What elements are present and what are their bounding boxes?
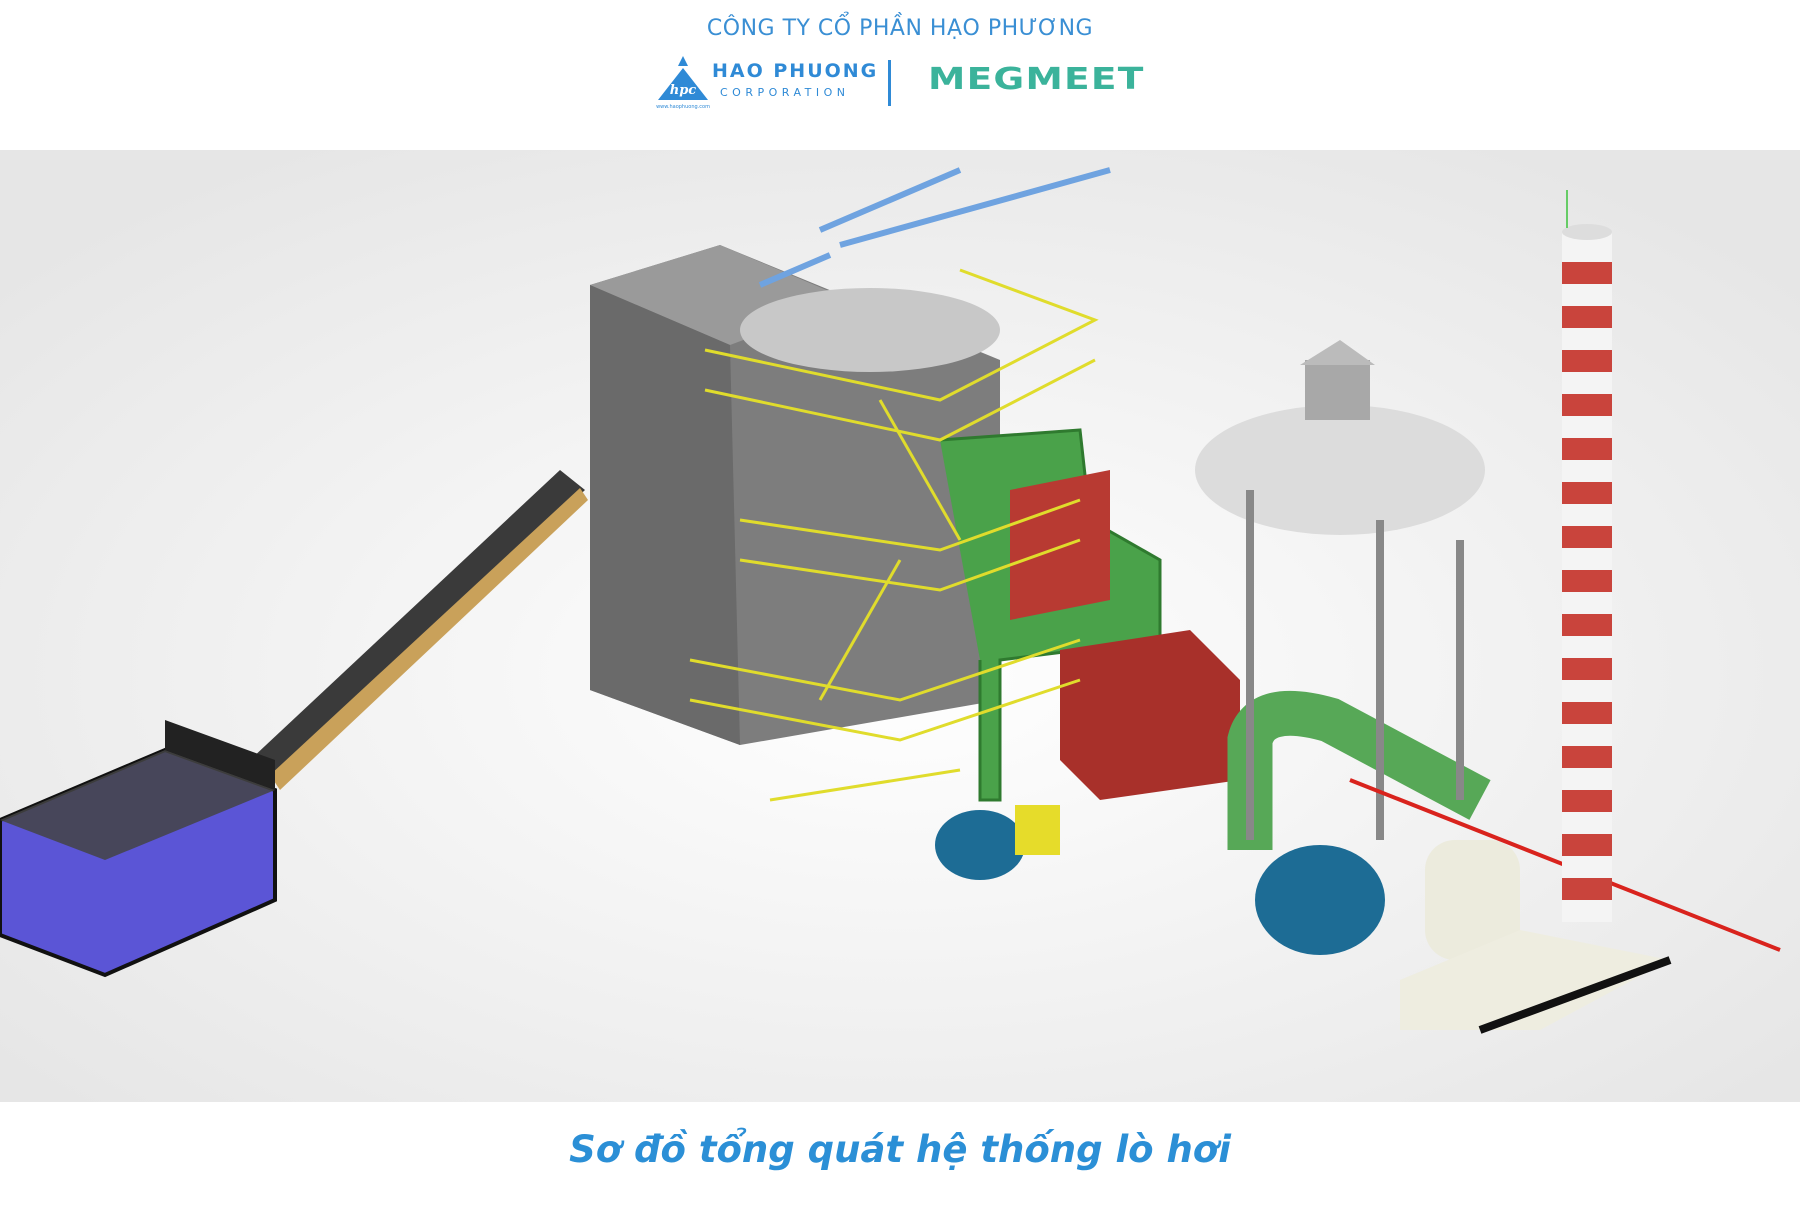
steam-pipes bbox=[758, 167, 1111, 288]
boiler-system-diagram bbox=[0, 150, 1800, 1102]
fan-right bbox=[1255, 845, 1385, 955]
hao-phuong-name: HAO PHUONG bbox=[712, 60, 879, 82]
economizer bbox=[1010, 470, 1240, 800]
diagram-caption: Sơ đồ tổng quát hệ thống lò hơi bbox=[569, 1128, 1231, 1171]
company-name: CÔNG TY CỔ PHẦN HẠO PHƯƠNG bbox=[706, 16, 1094, 41]
hao-phuong-logo-icon: hpc www.haophuong.com bbox=[656, 56, 710, 110]
logo-divider bbox=[888, 60, 891, 106]
chimney bbox=[1562, 190, 1612, 922]
fan-motor bbox=[1015, 805, 1060, 855]
dust-collector bbox=[1400, 840, 1672, 1034]
svg-text:www.haophuong.com: www.haophuong.com bbox=[656, 104, 710, 110]
platforms-railings bbox=[689, 268, 1099, 802]
fuel-conveyor bbox=[250, 470, 588, 790]
svg-text:hpc: hpc bbox=[670, 83, 697, 98]
fan-left bbox=[935, 810, 1025, 880]
megmeet-logo: MEGMEET bbox=[928, 62, 1145, 97]
deaerator-tank bbox=[1195, 340, 1485, 840]
logo-row: hpc www.haophuong.com HAO PHUONG CORPORA… bbox=[0, 54, 1800, 110]
hao-phuong-subtitle: CORPORATION bbox=[720, 86, 850, 99]
steam-drum bbox=[740, 288, 1000, 372]
fuel-hopper bbox=[0, 720, 277, 978]
